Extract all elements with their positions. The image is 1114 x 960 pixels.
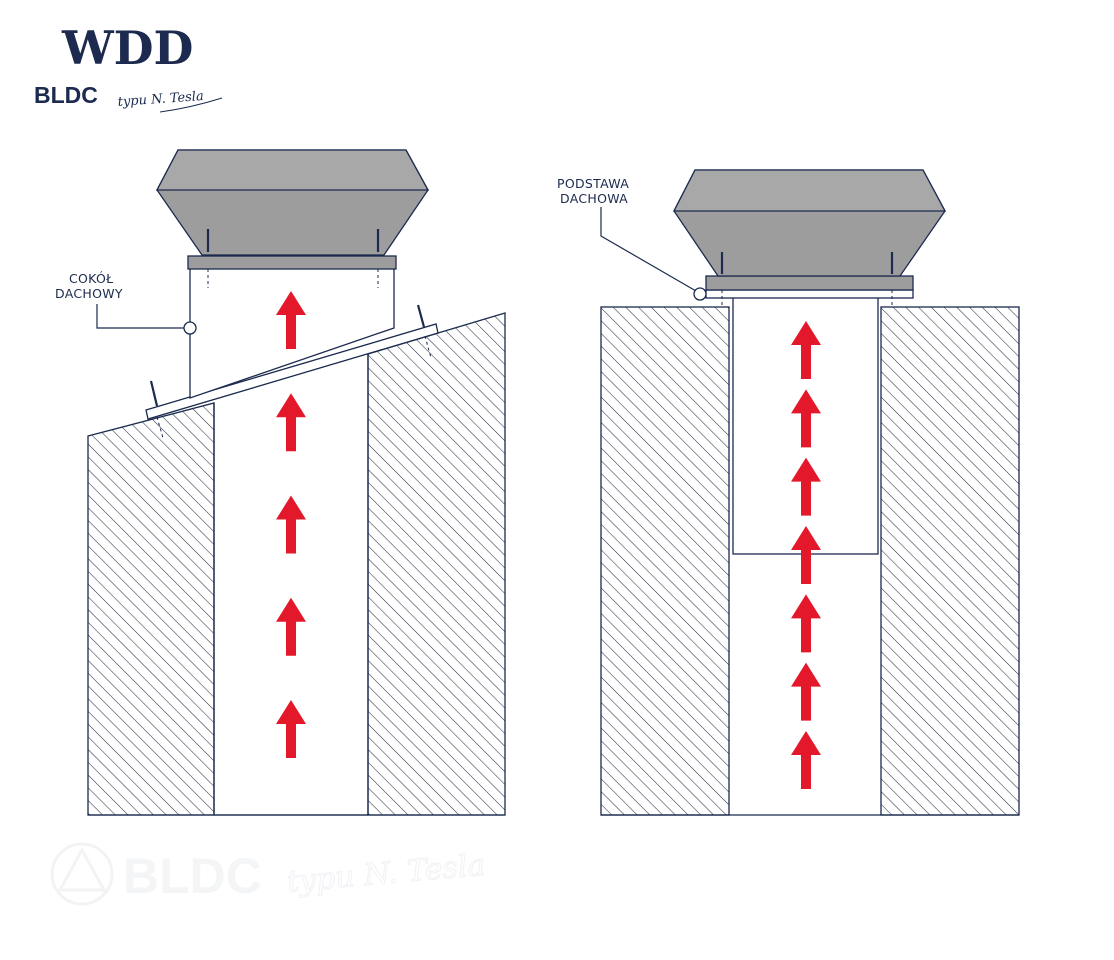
diagram-flat-roof: PODSTAWA DACHOWA xyxy=(557,169,1020,816)
roof-flashing xyxy=(145,323,439,420)
arrow-up-icon xyxy=(791,731,821,789)
callout-roof-base: PODSTAWA DACHOWA xyxy=(557,176,707,301)
roof-base-plate xyxy=(705,289,914,299)
callout-label-line2: DACHOWA xyxy=(560,191,628,206)
arrow-up-icon xyxy=(276,393,306,452)
fan-cap xyxy=(672,169,947,212)
logo-mark-icon xyxy=(50,842,114,906)
watermark-text: BLDC xyxy=(123,848,262,904)
arrow-up-icon xyxy=(791,662,821,721)
arrow-up-icon xyxy=(276,700,306,758)
fan-cap xyxy=(155,149,430,191)
arrow-up-icon xyxy=(791,594,821,653)
brand-subtitle: BLDC xyxy=(34,82,98,108)
brand-title: WDD xyxy=(61,21,193,75)
arrow-up-icon xyxy=(276,495,306,554)
fan-collar xyxy=(187,255,397,270)
brand-script-underline xyxy=(159,97,223,113)
callout-label-line1: COKÓŁ xyxy=(69,271,113,286)
watermark-script: typu N. Tesla xyxy=(286,848,487,900)
screw-icon xyxy=(149,380,164,439)
diagram-sloped-roof: COKÓŁ DACHOWY xyxy=(55,149,506,816)
screw-icon xyxy=(416,304,432,359)
fan-collar xyxy=(705,275,914,291)
roof-wall-left xyxy=(87,402,215,816)
brand-script: typu N. Tesla xyxy=(117,89,204,110)
arrow-up-icon xyxy=(276,597,306,656)
roof-wall-right xyxy=(880,306,1020,816)
roof-wall-right xyxy=(367,312,506,816)
brand-logo: WDD BLDC typu N. Tesla xyxy=(34,21,223,113)
roof-wall-left xyxy=(600,306,730,816)
watermark: BLDC typu N. Tesla xyxy=(50,842,487,906)
callout-label-line1: PODSTAWA xyxy=(557,176,629,191)
callout-label-line2: DACHOWY xyxy=(55,286,123,301)
callout-curb: COKÓŁ DACHOWY xyxy=(55,271,197,335)
